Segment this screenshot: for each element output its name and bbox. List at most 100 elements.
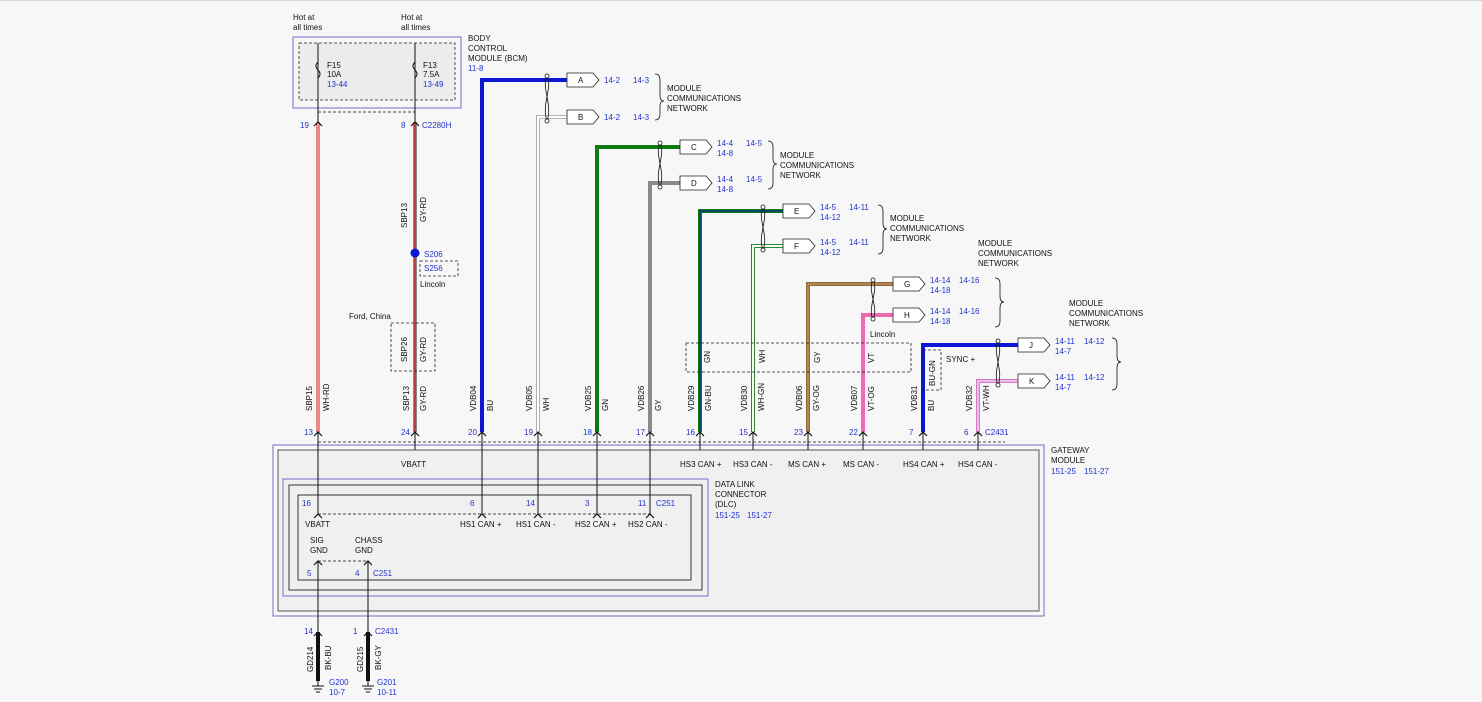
ground2-color: BK-GY (374, 644, 383, 670)
ground1-pin: 14 (304, 627, 313, 636)
wire-vdb05 (536, 115, 567, 432)
circuit-code: VDB05 (525, 385, 534, 411)
network-label-line1: MODULE (1069, 299, 1103, 308)
ford-china-box (390, 322, 436, 372)
network-label-line3: NETWORK (780, 171, 822, 180)
dlc-pin-number: 3 (585, 499, 590, 508)
circuit-color: WH-GN (757, 383, 766, 411)
fuse2-ref: 13-49 (423, 80, 444, 89)
circuit-color: BU (486, 400, 495, 411)
fuse1-ref: 13-44 (327, 80, 348, 89)
circuit-code: VDB26 (637, 385, 646, 411)
circuit-code: VDB06 (795, 385, 804, 411)
dlc-ref2: 151-27 (747, 511, 772, 520)
sync-color: BU-GN (928, 360, 937, 386)
wire-vdb29-stripe (699, 210, 783, 432)
connector-ref: 14-11 (1055, 337, 1075, 346)
connector-ref: 14-11 (849, 203, 869, 212)
network-label-line3: NETWORK (890, 234, 932, 243)
fuse-icon (412, 61, 418, 79)
circuit-pin: 16 (686, 428, 695, 437)
circuit-color: GY-OG (812, 385, 821, 411)
circuit-pin: 6 (964, 428, 969, 437)
circuit-color: GN (601, 399, 610, 411)
wire-vdb32-stripe (977, 380, 1018, 432)
network-label-line3: NETWORK (978, 259, 1020, 268)
ground-symbol-icon (362, 681, 374, 693)
pin-arrows (313, 121, 983, 637)
wire-vdb25 (595, 145, 680, 432)
connector-ref: 14-7 (1055, 347, 1072, 356)
connector-ref: 14-18 (930, 317, 951, 326)
pin-arrow-icon (313, 513, 323, 519)
connector-ref: 14-4 (717, 139, 734, 148)
circuit-code: VDB29 (687, 385, 696, 411)
connector-flag-shape (566, 72, 600, 88)
dlc-chass1: CHASS (355, 536, 383, 545)
connector-flag-id: C (691, 143, 697, 152)
bcm-line3: MODULE (BCM) (468, 54, 528, 63)
pin-arrow-icon (363, 631, 373, 637)
fuse-box-outer (292, 36, 462, 109)
connector-ref: 14-14 (930, 276, 951, 285)
pin-arrow-icon (533, 431, 543, 437)
connector-flag-id: B (578, 113, 583, 122)
connector-ref: 14-3 (633, 76, 650, 85)
dlc-sig-pin: 5 (307, 569, 312, 578)
option-label-wh: WH (758, 349, 767, 363)
fuse2-name: F13 (423, 61, 437, 70)
connector-ref: 14-5 (820, 238, 837, 247)
circuit-code: VDB04 (469, 385, 478, 411)
gateway-signal: HS3 CAN - (733, 460, 773, 469)
dlc-pin-label: HS1 CAN + (460, 520, 502, 529)
twisted-pair-ab (544, 73, 550, 124)
fuse1-hot-line1: Hot at (293, 13, 315, 22)
pin-arrow-icon (313, 631, 323, 637)
pin-arrow-icon (748, 431, 758, 437)
gateway-vbatt: VBATT (401, 460, 426, 469)
connector-flag-shape (892, 307, 926, 323)
circuit-color: GY-RD (419, 386, 428, 411)
wire-vdb07 (861, 313, 893, 432)
option-label-vt: VT (867, 353, 876, 363)
twisted-pair-jk (995, 338, 1001, 388)
dlc-pin-number: 14 (526, 499, 535, 508)
fuse1-amp: 10A (327, 70, 342, 79)
bcm-line1: BODY (468, 34, 491, 43)
ford-china-label: Ford, China (349, 312, 391, 321)
fuse1-hot-line2: all times (293, 23, 322, 32)
connector-flag-id: J (1029, 341, 1033, 350)
circuit-color: GY (654, 399, 663, 411)
connector-flag-shape (679, 175, 713, 191)
connector-ref: 14-5 (820, 203, 837, 212)
dlc-pin-label: HS2 CAN + (575, 520, 617, 529)
gateway-ref2: 151-27 (1084, 467, 1109, 476)
pin-arrow-icon (313, 431, 323, 437)
circuit-color: GN-BU (704, 385, 713, 411)
twisted-pair-ef (760, 204, 766, 253)
splice-alt-label: S256 (424, 264, 443, 273)
connector-flag-id: E (794, 207, 799, 216)
connector-ref: 14-7 (1055, 383, 1072, 392)
connector-ref: 14-2 (604, 113, 621, 122)
sbp13-upper-color: GY-RD (419, 197, 428, 222)
circuit-pin: 19 (524, 428, 533, 437)
connector-ref: 14-12 (820, 213, 841, 222)
pin-arrow-icon (410, 431, 420, 437)
circuit-pin: 17 (636, 428, 645, 437)
twisted-pair-gh (870, 277, 876, 322)
lincoln-note: Lincoln (870, 330, 895, 339)
dlc-connector: C251 (656, 499, 676, 508)
dlc-sig2: GND (310, 546, 328, 555)
circuit-pin: 23 (794, 428, 803, 437)
connector-ref: 14-5 (746, 139, 763, 148)
splice-s256-box (419, 260, 459, 277)
gateway-signal: HS4 CAN - (958, 460, 998, 469)
circuit-code: VDB31 (910, 385, 919, 411)
circuit-pin: 24 (401, 428, 410, 437)
network-label-line1: MODULE (667, 84, 701, 93)
wire-vdb26 (648, 181, 680, 432)
option-label-gy: GY (813, 351, 822, 363)
